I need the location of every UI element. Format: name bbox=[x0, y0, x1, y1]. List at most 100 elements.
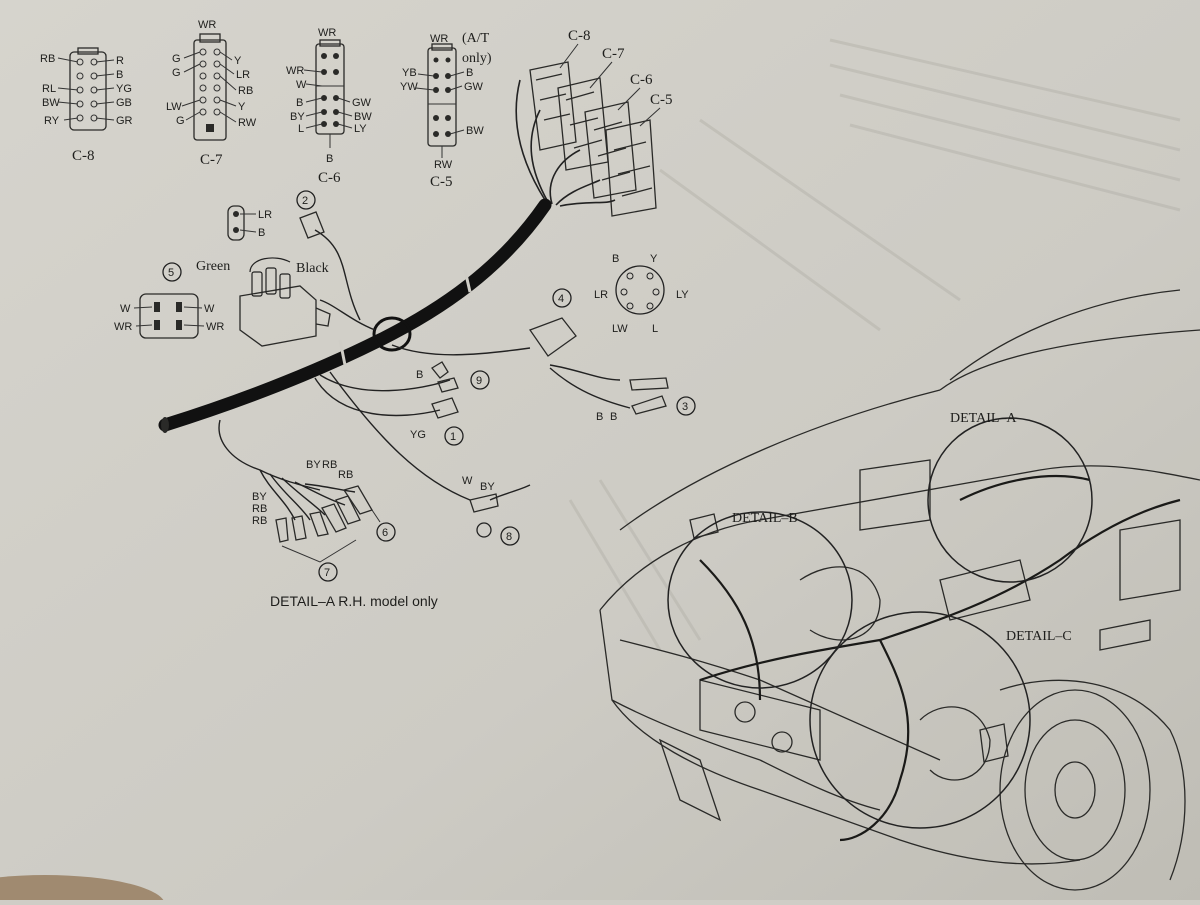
part-4-pin-b: B bbox=[612, 253, 619, 265]
c5-pin-b: B bbox=[466, 67, 473, 79]
harness-connector-bundle: C-8 C-7 C-6 C-5 bbox=[515, 28, 673, 217]
part-4-pin-ly: LY bbox=[676, 289, 689, 301]
c7-pin-g3: G bbox=[176, 115, 185, 127]
c7-pin-g2: G bbox=[172, 67, 181, 79]
part-3-wire-b1: B bbox=[596, 411, 603, 423]
detail-a-label: DETAIL–A bbox=[950, 411, 1017, 426]
c6-title: C-6 bbox=[318, 170, 341, 186]
part-7-wire-rb2: RB bbox=[252, 515, 267, 527]
c5-pin-bw: BW bbox=[466, 125, 484, 137]
part-6-wire-rb2: RB bbox=[338, 469, 353, 481]
part-8-number: 8 bbox=[506, 531, 512, 543]
c8-title: C-8 bbox=[72, 148, 95, 164]
part-6-number: 6 bbox=[382, 527, 388, 539]
c7-pin-rb: RB bbox=[238, 85, 253, 97]
c7-pin-wr: WR bbox=[198, 19, 216, 31]
part-9-wire-b: B bbox=[416, 369, 423, 381]
part-7-number: 7 bbox=[324, 567, 330, 579]
c8-pin-b: B bbox=[116, 69, 123, 81]
c5-pin-yw: YW bbox=[400, 81, 418, 93]
c7-title: C-7 bbox=[200, 152, 223, 168]
c8-pin-r: R bbox=[116, 55, 124, 67]
harness-label-c5: C-5 bbox=[650, 92, 673, 108]
c5-pin-rw: RW bbox=[434, 159, 453, 171]
c6-pin-wr-top: WR bbox=[318, 27, 336, 39]
c5-note-line2: only) bbox=[462, 51, 492, 66]
c6-pin-l: L bbox=[298, 123, 304, 135]
part-1-terminal: 1 YG bbox=[410, 397, 464, 446]
part-3-number: 3 bbox=[682, 401, 688, 413]
detail-a-circle bbox=[927, 417, 1093, 583]
part-4-pin-lr: LR bbox=[594, 289, 608, 301]
part-4-pin-y: Y bbox=[650, 253, 658, 265]
part-5-pin-w-left: W bbox=[120, 303, 131, 315]
part-7-wire-rb1: RB bbox=[252, 503, 267, 515]
part-4-pin-lw: LW bbox=[612, 323, 628, 335]
c6-pin-gw: GW bbox=[352, 97, 372, 109]
part-6-wire-by: BY bbox=[306, 459, 321, 471]
connector-c7: WR G G LW G Y LR RB Y RW C-7 bbox=[166, 19, 257, 168]
part-3-wire-b2: B bbox=[610, 411, 617, 423]
detail-c-label: DETAIL–C bbox=[1006, 629, 1072, 644]
main-wire-harness bbox=[158, 198, 552, 433]
c7-pin-lr: LR bbox=[236, 69, 250, 81]
c5-pin-yb: YB bbox=[402, 67, 417, 79]
c6-pin-wr: WR bbox=[286, 65, 304, 77]
part-5-pin-wr-left: WR bbox=[114, 321, 132, 333]
c5-pin-wr: WR bbox=[430, 33, 448, 45]
c8-pin-bw: BW bbox=[42, 97, 60, 109]
car-engine-bay-illustration: DETAIL–A DETAIL–B DETAIL–C bbox=[599, 289, 1200, 891]
c8-pin-gb: GB bbox=[116, 97, 132, 109]
part-2-socket: 2 LR B bbox=[227, 190, 325, 241]
c6-pin-ly: LY bbox=[354, 123, 367, 135]
harness-label-c8: C-8 bbox=[568, 28, 591, 44]
c8-pin-gr: GR bbox=[116, 115, 133, 127]
harness-label-c7: C-7 bbox=[602, 46, 625, 62]
part-5-number: 5 bbox=[168, 267, 174, 279]
detail-c-circle bbox=[809, 611, 1031, 829]
part-4-connector: 4 B Y LR LY LW L bbox=[528, 253, 689, 357]
detail-b-circle bbox=[667, 511, 853, 689]
part-6-7-terminals: 6 7 BY RB BY RB RB RB bbox=[252, 459, 396, 582]
part-5-pin-w-right: W bbox=[204, 303, 215, 315]
c7-pin-rw: RW bbox=[238, 117, 257, 129]
part-5-green-label: Green bbox=[196, 259, 230, 274]
c7-pin-lw: LW bbox=[166, 101, 182, 113]
part-2-pin-b: B bbox=[258, 227, 265, 239]
part-2-pin-lr: LR bbox=[258, 209, 272, 221]
c5-pin-gw: GW bbox=[464, 81, 484, 93]
c6-pin-bw: BW bbox=[354, 111, 372, 123]
part-8-wire-w: W bbox=[462, 475, 473, 487]
grommet bbox=[372, 316, 412, 352]
part-4-number: 4 bbox=[558, 293, 564, 305]
part-6-wire-rb: RB bbox=[322, 459, 337, 471]
c6-pin-b: B bbox=[296, 97, 303, 109]
c8-pin-ry: RY bbox=[44, 115, 60, 127]
part-3-terminals: 3 B B bbox=[596, 377, 696, 423]
c6-pin-by: BY bbox=[290, 111, 305, 123]
finger-shadow bbox=[0, 875, 165, 905]
part-5-black-label: Black bbox=[296, 261, 329, 276]
connector-c6: WR WR W B BY L GW BW LY B C-6 bbox=[286, 27, 372, 186]
part-4-pin-l: L bbox=[652, 323, 658, 335]
detail-a-caption: DETAIL–A R.H. model only bbox=[270, 593, 438, 609]
c7-pin-y1: Y bbox=[234, 55, 242, 67]
c6-pin-b-bottom: B bbox=[326, 153, 333, 165]
c8-pin-yg: YG bbox=[116, 83, 132, 95]
c8-pin-rl: RL bbox=[42, 83, 56, 95]
harness-label-c6: C-6 bbox=[630, 72, 653, 88]
connector-c5: WR (A/T only) YB YW B GW BW RW C-5 bbox=[400, 31, 492, 190]
c7-pin-y2: Y bbox=[238, 101, 246, 113]
part-9-number: 9 bbox=[476, 375, 482, 387]
part-1-wire-yg: YG bbox=[410, 429, 426, 441]
c5-note-line1: (A/T bbox=[462, 31, 490, 46]
c5-title: C-5 bbox=[430, 174, 453, 190]
part-5-relay: 5 Green Black W WR W WR bbox=[114, 257, 331, 347]
bleed-through-text bbox=[568, 38, 1181, 651]
c8-pin-rb: RB bbox=[40, 53, 55, 65]
c6-pin-w: W bbox=[296, 79, 307, 91]
part-9-terminal: 9 B bbox=[416, 361, 490, 393]
detail-b-label: DETAIL–B bbox=[732, 511, 798, 526]
